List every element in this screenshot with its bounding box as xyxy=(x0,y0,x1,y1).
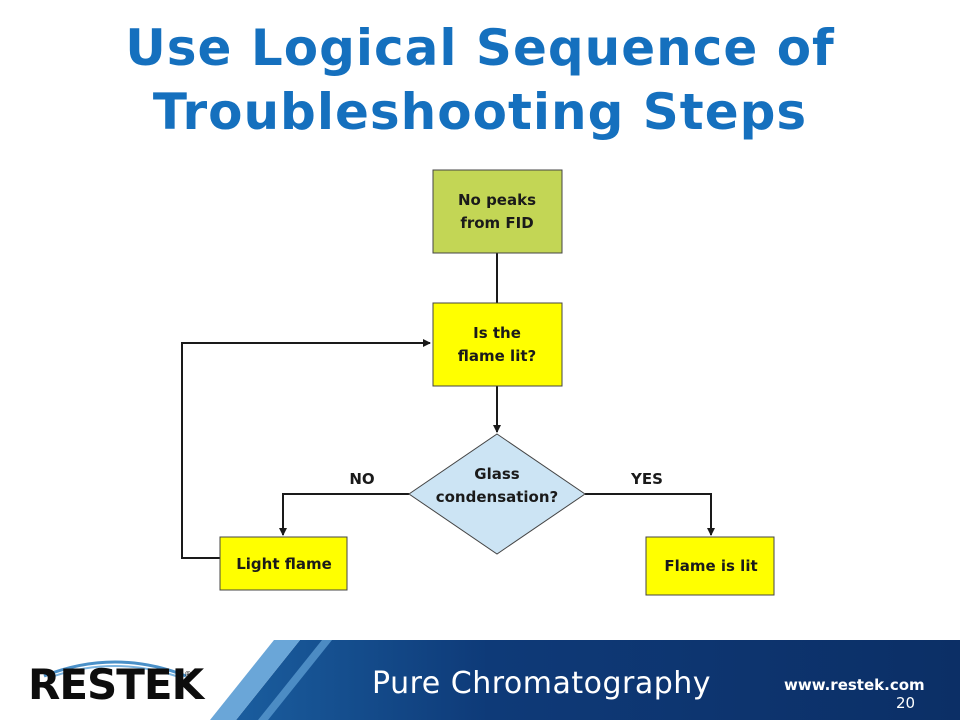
slide-title: Use Logical Sequence of Troubleshooting … xyxy=(0,16,960,144)
registered-mark-icon: ® xyxy=(184,670,192,679)
title-line-2: Troubleshooting Steps xyxy=(152,83,808,141)
restek-logo: RESTEK xyxy=(28,660,204,709)
no-label: NO xyxy=(349,470,374,488)
title-line-1: Use Logical Sequence of xyxy=(125,19,835,77)
start-node-box xyxy=(432,169,563,254)
troubleshooting-flowchart: No peaks from FID Is the flame lit? Glas… xyxy=(181,169,775,596)
edge-yes-branch xyxy=(585,493,715,536)
flame-lit-box xyxy=(645,536,775,596)
check-flame-box xyxy=(432,302,563,387)
edge-loop-back xyxy=(181,339,431,559)
decision-diamond xyxy=(408,433,586,555)
check-flame-line-1: Is the xyxy=(473,324,521,342)
check-flame-line-2: flame lit? xyxy=(458,347,536,365)
decision-node: Glass condensation? xyxy=(408,433,586,555)
edge-no-branch xyxy=(279,493,409,536)
decision-line-2: condensation? xyxy=(436,488,559,506)
yes-label: YES xyxy=(630,470,663,488)
start-node-line-1: No peaks xyxy=(458,191,536,209)
footer-website: www.restek.com xyxy=(784,676,925,694)
start-node-line-2: from FID xyxy=(460,214,533,232)
flame-lit-label: Flame is lit xyxy=(664,557,757,575)
page-number: 20 xyxy=(896,694,916,712)
light-flame-label: Light flame xyxy=(236,555,332,573)
light-flame-box xyxy=(219,536,348,591)
footer-bar xyxy=(0,640,960,720)
light-flame-node: Light flame xyxy=(219,536,348,591)
footer-tagline: Pure Chromatography xyxy=(372,666,712,701)
decision-line-1: Glass xyxy=(474,465,520,483)
logo-arc-icon xyxy=(43,660,187,678)
start-node: No peaks from FID xyxy=(432,169,563,254)
check-flame-node: Is the flame lit? xyxy=(432,302,563,387)
flame-lit-node: Flame is lit xyxy=(645,536,775,596)
footer-swoosh xyxy=(210,640,960,720)
